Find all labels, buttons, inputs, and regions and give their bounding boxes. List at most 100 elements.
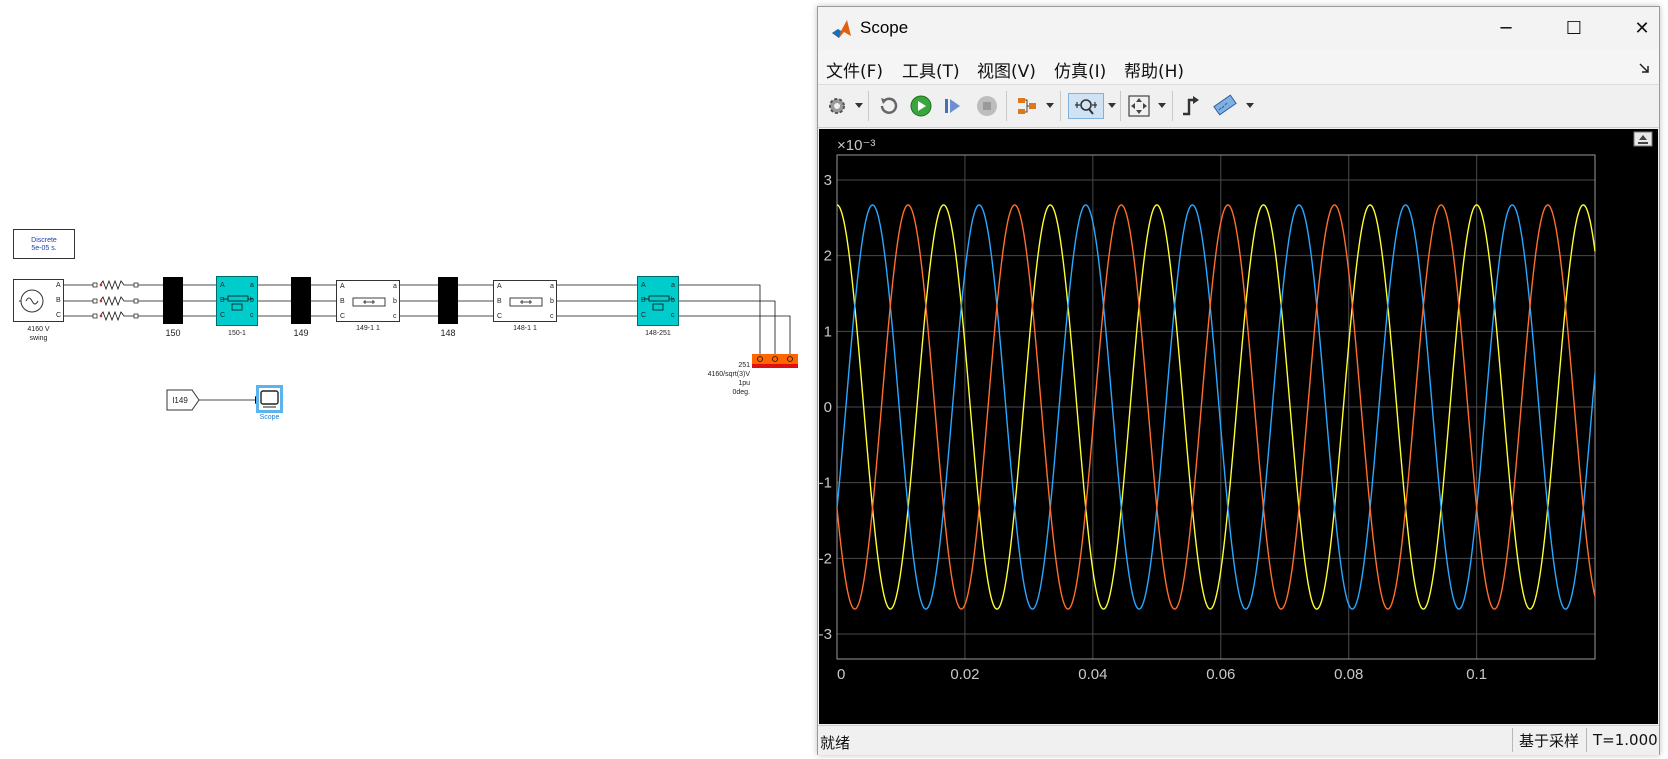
y-tick-label: 1 [824,323,832,340]
load-label-voltage: 4160/sqrt(3)V [707,371,750,378]
status-ready: 就绪 [820,734,851,752]
measure-button[interactable] [1212,93,1238,119]
matlab-logo-icon [832,20,851,38]
powergui-block[interactable]: Discrete 5e-05 s. [13,229,75,259]
line-148-251-port-A: A [641,282,646,289]
maximize-button[interactable]: ☐ [1552,13,1596,43]
series-layer [836,204,1596,610]
line-148-port-a: a [550,283,554,290]
load-label-pu: 1pu [738,380,750,387]
ac-source-icon [19,289,44,313]
line-149-1-1-block[interactable]: A B C a b c [336,280,400,322]
from-tag-block[interactable] [166,389,200,411]
stop-button[interactable] [974,93,1000,119]
line-148-251-port-a: a [671,282,675,289]
trigger-button[interactable] [1178,93,1204,119]
source-label-swing: swing [29,335,48,342]
menu-simulation[interactable]: 仿真(I) [1054,62,1107,82]
y-tick-label: 0 [824,399,832,416]
x-tick-label: 0.04 [1078,666,1107,683]
scope-icon [260,390,279,408]
menu-file[interactable]: 文件(F) [826,62,884,82]
line-149-port-a: a [393,283,397,290]
line-impedance-icon [644,295,674,311]
step-forward-button[interactable] [940,93,966,119]
y-exponent-label: ×10⁻³ [837,137,875,154]
fit-to-view-dropdown-icon[interactable] [1158,103,1166,108]
title-bar[interactable]: Scope ─ ☐ ✕ [818,7,1659,50]
run-button[interactable] [908,93,934,119]
menu-view[interactable]: 视图(V) [977,62,1036,82]
line-148-1-1-block[interactable]: A B C a b c [493,280,557,322]
line-150-1-port-B: B [220,297,225,304]
x-tick-label: 0.06 [1206,666,1235,683]
source-label: 4160 V [27,326,50,333]
settings-button[interactable] [824,93,850,119]
bus-150-label: 150 [165,328,181,338]
settings-dropdown-icon[interactable] [855,103,863,108]
line-150-1-port-b: b [250,297,254,304]
toolbar-separator [1006,91,1007,121]
fit-to-view-icon [1128,95,1150,117]
line-150-1-block[interactable]: A B C a b c [216,276,258,326]
menu-help[interactable]: 帮助(H) [1124,62,1185,82]
minimize-icon: ─ [1500,17,1512,39]
source-port-c: C [56,312,62,319]
line-149-1-1-label: 149-1 1 [356,325,380,332]
toolbar-separator [1172,91,1173,121]
window-title: Scope [860,18,909,37]
line-148-251-port-C: C [641,312,647,319]
line-149-port-A: A [340,283,345,290]
bus-148-block[interactable] [438,277,458,324]
scope-block[interactable] [256,385,283,413]
dock-arrow-icon[interactable] [1638,62,1652,76]
zoom-dropdown-icon[interactable] [1108,103,1116,108]
close-button[interactable]: ✕ [1620,13,1664,43]
line-148-port-C: C [497,313,503,320]
toolbar-separator [1060,91,1061,121]
line-150-1-port-a: a [250,282,254,289]
line-148-1-1-label: 148-1 1 [513,325,537,332]
line-impedance-icon [223,295,253,311]
signal-select-dropdown-icon[interactable] [1046,103,1054,108]
line-148-port-b: b [550,298,554,305]
source-port-a: A [56,282,61,289]
fit-to-view-button[interactable] [1126,93,1152,119]
source-port-b: B [56,297,61,304]
model-wiring [63,279,791,404]
minimize-button[interactable]: ─ [1484,13,1528,43]
bus-149-block[interactable] [291,277,311,324]
zoom-icon [1075,99,1097,115]
load-251-block[interactable] [752,354,798,368]
y-tick-label: 2 [824,248,832,265]
bus-150-block[interactable] [163,277,183,324]
menu-tools[interactable]: 工具(T) [902,62,960,82]
series-line-3 [836,204,1596,610]
line-149-port-C: C [340,313,346,320]
axes-frame [836,154,1596,660]
line-148-251-block[interactable]: A B C a b c [637,276,679,326]
measure-dropdown-icon[interactable] [1246,103,1254,108]
menu-bar: 文件(F) 工具(T) 视图(V) 仿真(I) 帮助(H) [818,50,1659,84]
restore-button[interactable] [876,93,902,119]
simulation-time: T=1.000 [1586,728,1658,752]
step-forward-icon [945,99,960,113]
load-label-angle: 0deg. [732,389,750,396]
y-tick-label: -3 [819,626,832,643]
x-tick-label: 0.02 [950,666,979,683]
stop-icon [977,96,997,116]
trigger-icon [1183,96,1199,116]
signal-select-button[interactable] [1014,93,1040,119]
three-phase-source-block[interactable]: A B C [13,279,64,322]
line-148-port-c: c [550,313,554,320]
y-tick-label: 3 [824,172,832,189]
scope-window[interactable]: Scope ─ ☐ ✕ 文件(F) 工具(T) 视图(V) 仿真(I) 帮助(H… [817,6,1660,755]
y-tick-label: -1 [819,475,832,492]
zoom-button[interactable] [1068,93,1104,119]
undock-plot-icon[interactable] [1633,131,1653,147]
status-bar: 就绪 基于采样 T=1.000 [818,725,1659,755]
load-label-bus: 251 [738,362,750,369]
